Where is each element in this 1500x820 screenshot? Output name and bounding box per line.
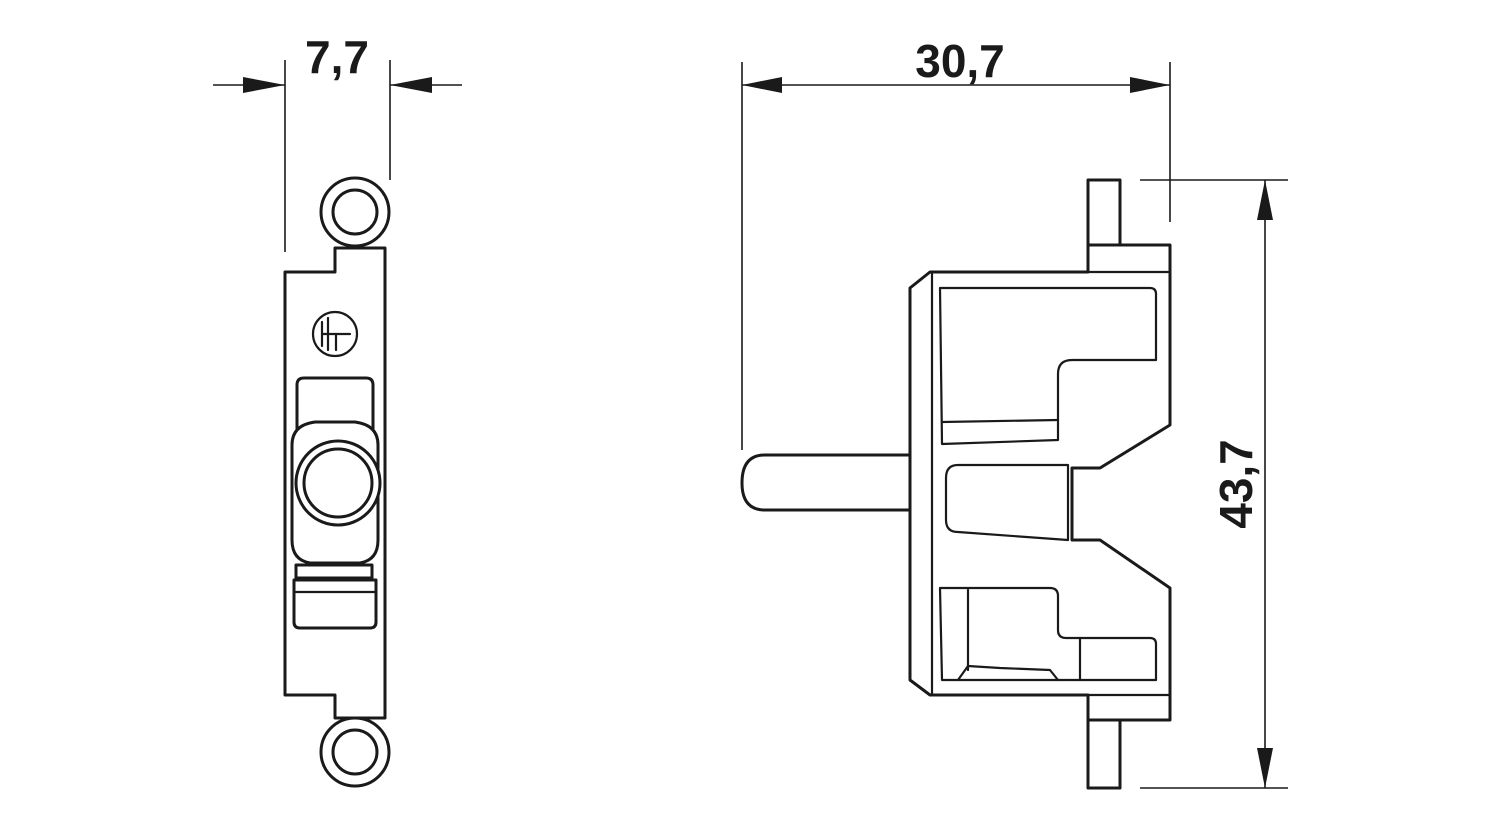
dimension-label-7-7: 7,7 xyxy=(305,31,369,83)
side-view xyxy=(283,176,391,788)
latch-lower xyxy=(294,563,374,580)
top-mounting-hole xyxy=(331,188,379,236)
dimension-label-30-7: 30,7 xyxy=(915,35,1005,87)
bottom-tab xyxy=(1086,718,1122,790)
lower-cavity xyxy=(938,586,1158,682)
bottom-mounting-hole xyxy=(331,728,379,776)
dimension-body-width: 30,7 xyxy=(741,35,1171,450)
front-body-outline xyxy=(908,243,1172,722)
dimension-label-43-7: 43,7 xyxy=(1210,439,1262,529)
contact-pin xyxy=(740,453,912,512)
top-tab xyxy=(1086,178,1122,247)
latch-pin-inner xyxy=(302,447,374,519)
front-view xyxy=(740,178,1172,790)
latch-upper xyxy=(295,376,375,432)
dimension-body-height: 43,7 xyxy=(1140,179,1288,789)
lower-cavity-detail xyxy=(956,664,1060,682)
upper-cavity-ledge xyxy=(940,418,1060,424)
latch-foot xyxy=(292,578,378,630)
middle-slot xyxy=(944,463,1070,542)
dimension-side-width: 7,7 xyxy=(213,31,462,252)
earth-ground-icon xyxy=(311,310,359,358)
upper-cavity xyxy=(938,286,1158,446)
